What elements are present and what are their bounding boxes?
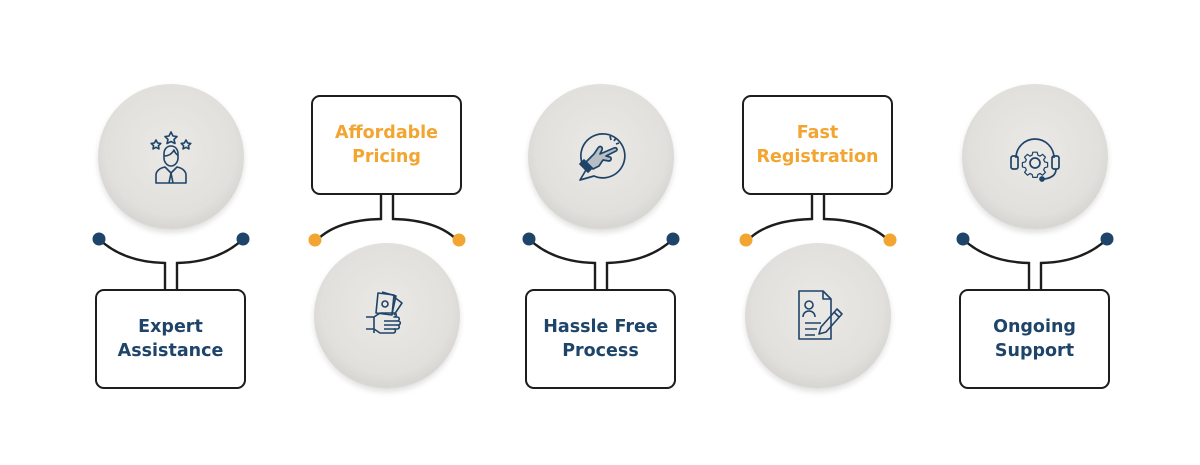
connector-dot (452, 233, 466, 247)
label-box: Affordable Pricing (311, 95, 462, 195)
step-label: Ongoing Support (993, 317, 1076, 361)
icon-circle (962, 84, 1108, 230)
connector-dot (308, 233, 322, 247)
connector-dot (522, 232, 536, 246)
label-box: Expert Assistance (95, 289, 246, 389)
connector-line (175, 238, 244, 290)
label-box: Hassle Free Process (525, 289, 676, 389)
connector-dot (236, 232, 250, 246)
step-label: Hassle Free Process (543, 317, 658, 361)
step-label: Expert Assistance (117, 317, 224, 361)
label-box: Fast Registration (742, 95, 893, 195)
expert-person-stars-icon (150, 131, 192, 184)
label-box: Ongoing Support (959, 289, 1110, 389)
connector-line (605, 238, 674, 290)
connector-line (747, 195, 814, 241)
headset-gear-icon (1010, 138, 1060, 182)
connector-line (98, 238, 167, 290)
hand-holding-money-icon (366, 291, 403, 334)
document-pen-icon (798, 290, 843, 340)
connector-line (391, 195, 458, 241)
connector-line (316, 195, 383, 241)
icon-circle (745, 243, 891, 389)
snap-finger-speech-bubble-icon (579, 133, 626, 181)
connector-line (822, 195, 889, 241)
connector-dot (883, 233, 897, 247)
connector-dot (956, 232, 970, 246)
connector-dot (1100, 232, 1114, 246)
connector-line (962, 238, 1031, 290)
step-label: Affordable Pricing (334, 123, 439, 167)
icon-circle (98, 84, 244, 230)
connector-line (1039, 238, 1108, 290)
connector-dot (739, 233, 753, 247)
icon-circle (528, 84, 674, 230)
connector-dot (666, 232, 680, 246)
connector-dot (92, 232, 106, 246)
icon-circle (314, 243, 460, 389)
step-label: Fast Registration (756, 123, 879, 167)
connector-line (528, 238, 597, 290)
